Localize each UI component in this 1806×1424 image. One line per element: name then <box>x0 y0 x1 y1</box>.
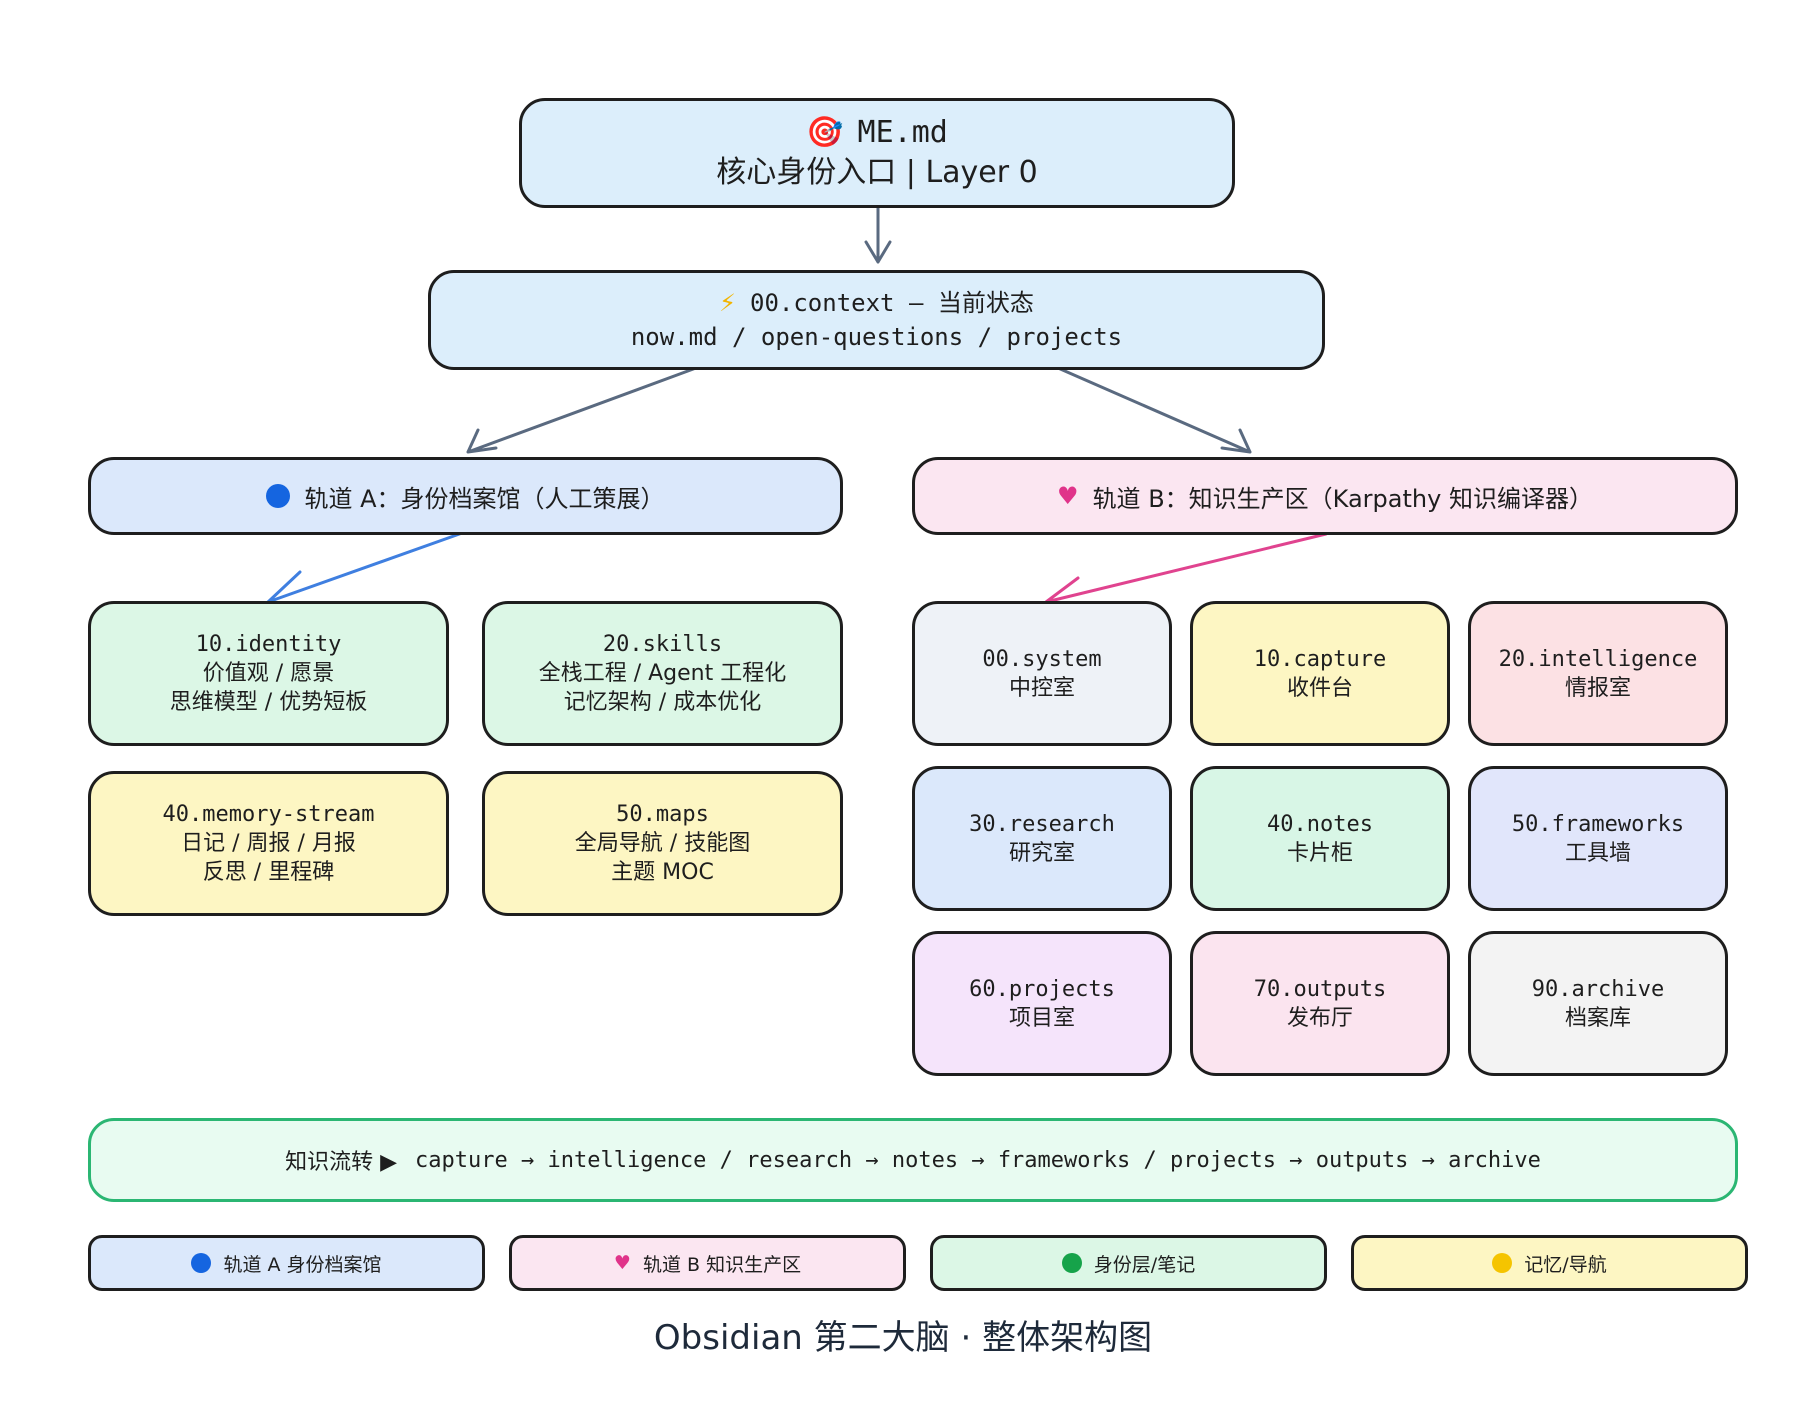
node-detail: 工具墙 <box>1564 840 1631 866</box>
node-detail: 思维模型 / 优势短板 <box>169 690 368 715</box>
track-a-node[interactable]: 轨道 A：身份档案馆（人工策展） <box>88 457 843 535</box>
flow-label: 知识流转 ▶ <box>285 1150 398 1175</box>
node-title: 70.outputs <box>1253 976 1387 1002</box>
node-title: 90.archive <box>1531 976 1665 1002</box>
node-maps[interactable]: 50.maps 全局导航 / 技能图 主题 MOC <box>482 771 843 916</box>
node-title: 00.system <box>982 646 1102 672</box>
node-detail: 记忆架构 / 成本优化 <box>563 690 762 715</box>
green-circle-icon <box>1061 1253 1082 1273</box>
context-subtitle: now.md / open-questions / projects <box>630 323 1123 351</box>
node-detail: 价值观 / 愿景 <box>202 661 335 686</box>
node-title: 50.maps <box>616 802 709 827</box>
node-title: 10.identity <box>195 632 342 657</box>
node-detail: 发布厅 <box>1286 1005 1353 1031</box>
root-title: ME.md <box>857 115 948 150</box>
node-research[interactable]: 30.research 研究室 <box>912 766 1172 911</box>
track-b-label: 轨道 B：知识生产区（Karpathy 知识编译器） <box>1092 484 1593 513</box>
node-title: 40.notes <box>1267 811 1373 837</box>
yellow-circle-icon <box>1492 1253 1513 1273</box>
node-system[interactable]: 00.system 中控室 <box>912 601 1172 746</box>
node-title: 40.memory-stream <box>162 802 375 827</box>
legend-identity-notes: 身份层/笔记 <box>930 1235 1327 1291</box>
blue-circle-icon <box>191 1253 212 1273</box>
pink-heart-icon: ♥ <box>1057 482 1079 510</box>
node-title: 20.skills <box>602 632 723 657</box>
edge-context-to-track-b <box>1056 366 1252 454</box>
node-outputs[interactable]: 70.outputs 发布厅 <box>1190 931 1450 1076</box>
edge-track-b-to-system <box>1044 532 1328 610</box>
node-frameworks[interactable]: 50.frameworks 工具墙 <box>1468 766 1728 911</box>
flow-text: capture → intelligence / research → note… <box>415 1147 1541 1173</box>
node-detail: 档案库 <box>1564 1005 1631 1031</box>
node-detail: 主题 MOC <box>611 860 714 885</box>
node-title: 20.intelligence <box>1498 646 1698 672</box>
node-detail: 收件台 <box>1286 675 1353 701</box>
track-a-label: 轨道 A：身份档案馆（人工策展） <box>304 484 665 513</box>
node-title: 60.projects <box>969 976 1115 1002</box>
node-title: 10.capture <box>1253 646 1387 672</box>
node-detail: 中控室 <box>1008 675 1075 701</box>
edge-context-to-track-a <box>466 366 698 454</box>
lightning-icon: ⚡ <box>719 289 736 317</box>
node-memory-stream[interactable]: 40.memory-stream 日记 / 周报 / 月报 反思 / 里程碑 <box>88 771 449 916</box>
blue-circle-icon <box>266 484 291 508</box>
node-projects[interactable]: 60.projects 项目室 <box>912 931 1172 1076</box>
node-detail: 卡片柜 <box>1286 840 1353 866</box>
legend-memory-nav: 记忆/导航 <box>1351 1235 1748 1291</box>
edge-root-to-context <box>864 206 892 264</box>
node-detail: 项目室 <box>1008 1005 1075 1031</box>
node-detail: 研究室 <box>1008 840 1075 866</box>
node-capture[interactable]: 10.capture 收件台 <box>1190 601 1450 746</box>
node-skills[interactable]: 20.skills 全栈工程 / Agent 工程化 记忆架构 / 成本优化 <box>482 601 843 746</box>
node-detail: 反思 / 里程碑 <box>202 860 335 885</box>
node-archive[interactable]: 90.archive 档案库 <box>1468 931 1728 1076</box>
root-node[interactable]: 🎯 ME.md 核心身份入口 | Layer 0 <box>519 98 1235 208</box>
legend-label: 记忆/导航 <box>1524 1253 1607 1276</box>
target-icon: 🎯 <box>806 115 844 150</box>
node-intelligence[interactable]: 20.intelligence 情报室 <box>1468 601 1728 746</box>
legend-track-a: 轨道 A 身份档案馆 <box>88 1235 485 1291</box>
node-title: 30.research <box>969 811 1115 837</box>
node-detail: 全局导航 / 技能图 <box>574 831 751 856</box>
node-detail: 全栈工程 / Agent 工程化 <box>538 661 787 686</box>
edge-track-a-to-identity <box>266 530 467 608</box>
legend-label: 身份层/笔记 <box>1093 1253 1196 1276</box>
root-subtitle: 核心身份入口 | Layer 0 <box>716 155 1038 190</box>
node-detail: 情报室 <box>1564 675 1631 701</box>
context-title: 00.context — 当前状态 <box>750 289 1034 317</box>
node-detail: 日记 / 周报 / 月报 <box>181 831 356 856</box>
context-node[interactable]: ⚡ 00.context — 当前状态 now.md / open-questio… <box>428 270 1325 370</box>
knowledge-flow-bar: 知识流转 ▶ capture → intelligence / research… <box>88 1118 1738 1202</box>
diagram-caption: Obsidian 第二大脑 · 整体架构图 <box>653 1318 1153 1358</box>
node-notes[interactable]: 40.notes 卡片柜 <box>1190 766 1450 911</box>
pink-heart-icon: ♥ <box>613 1252 631 1274</box>
node-title: 50.frameworks <box>1511 811 1685 837</box>
legend-track-b: ♥ 轨道 B 知识生产区 <box>509 1235 906 1291</box>
node-identity[interactable]: 10.identity 价值观 / 愿景 思维模型 / 优势短板 <box>88 601 449 746</box>
legend-label: 轨道 A 身份档案馆 <box>223 1253 382 1276</box>
track-b-node[interactable]: ♥ 轨道 B：知识生产区（Karpathy 知识编译器） <box>912 457 1738 535</box>
legend-label: 轨道 B 知识生产区 <box>642 1253 802 1276</box>
